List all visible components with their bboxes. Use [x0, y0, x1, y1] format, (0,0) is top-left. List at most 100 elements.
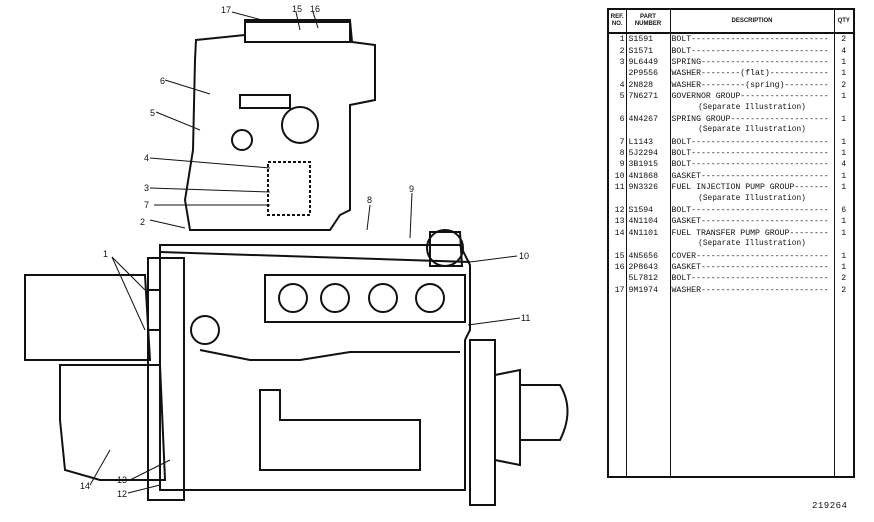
drive-coupling: [469, 339, 496, 506]
cell-qty: [833, 193, 855, 205]
cell-ref: 9: [607, 159, 627, 171]
cell-ref: 11: [607, 182, 627, 194]
cell-desc: BOLT----------------------------: [669, 136, 835, 148]
cell-qty: [833, 239, 855, 251]
parts-table-header: REF. NO. PART NUMBER DESCRIPTION QTY: [607, 8, 855, 34]
cell-qty: 2: [833, 79, 855, 91]
port-3: [368, 283, 398, 313]
cell-part: 7N6271: [625, 90, 671, 103]
cell-ref: [607, 273, 627, 285]
pump-housing: [159, 244, 471, 491]
callout-12: 12: [117, 489, 127, 499]
cell-part: 3B1915: [625, 159, 671, 171]
cell-part: 9M1974: [625, 284, 671, 296]
cell-desc: (Separate Illustration): [669, 193, 835, 205]
cell-desc: GASKET--------------------------: [669, 261, 835, 274]
separate-illustration-note: (Separate Illustration): [698, 240, 806, 249]
cell-qty: [833, 125, 855, 137]
separate-illustration-note: (Separate Illustration): [698, 103, 806, 112]
callout-7: 7: [144, 200, 149, 210]
cell-qty: 1: [833, 113, 855, 126]
cell-qty: 6: [833, 204, 855, 217]
table-row: (Separate Illustration): [607, 239, 855, 251]
header-part-number: PART NUMBER: [625, 8, 671, 34]
cell-part: 9N3326: [625, 182, 671, 194]
cell-ref: 8: [607, 147, 627, 160]
cell-ref: 7: [607, 136, 627, 148]
cell-part: 5J2294: [625, 147, 671, 160]
cell-ref: [607, 239, 627, 251]
header-ref-no: REF. NO.: [607, 8, 627, 34]
cell-qty: 4: [833, 45, 855, 57]
port-2: [320, 283, 350, 313]
cell-part: 4N5656: [625, 250, 671, 262]
cell-desc: WASHER---------(spring)---------: [669, 79, 835, 91]
cell-part: L1143: [625, 136, 671, 148]
cell-desc: SPRING GROUP--------------------: [669, 113, 835, 126]
cell-desc: BOLT----------------------------: [669, 33, 835, 46]
cell-desc: GASKET--------------------------: [669, 216, 835, 228]
cell-desc: GASKET--------------------------: [669, 170, 835, 183]
cell-qty: 1: [833, 182, 855, 194]
cell-part: 4N1868: [625, 170, 671, 183]
callout-3: 3: [144, 183, 149, 193]
cell-ref: 5: [607, 90, 627, 103]
cell-ref: 1: [607, 33, 627, 46]
cell-qty: 2: [833, 284, 855, 296]
cell-qty: [833, 102, 855, 114]
cell-part: S1594: [625, 204, 671, 217]
cell-part: 9L6449: [625, 56, 671, 69]
cell-desc: (Separate Illustration): [669, 102, 835, 114]
separate-illustration-note: (Separate Illustration): [698, 194, 806, 203]
port-1: [278, 283, 308, 313]
cell-ref: [607, 193, 627, 205]
callout-14: 14: [80, 481, 90, 491]
cell-ref: 16: [607, 261, 627, 274]
cell-desc: BOLT----------------------------: [669, 273, 835, 285]
transfer-pump: [24, 274, 152, 361]
cell-part: [625, 193, 671, 205]
cell-qty: 1: [833, 250, 855, 262]
cell-part: 5L7812: [625, 273, 671, 285]
callout-11: 11: [521, 313, 530, 323]
cell-ref: 12: [607, 204, 627, 217]
cell-part: 4N4267: [625, 113, 671, 126]
cell-desc: SPRING--------------------------: [669, 56, 835, 69]
cell-ref: 17: [607, 284, 627, 296]
cell-qty: 4: [833, 159, 855, 171]
cell-part: [625, 239, 671, 251]
cell-desc: COVER---------------------------: [669, 250, 835, 262]
cell-desc: BOLT----------------------------: [669, 204, 835, 217]
cell-part: 4N1101: [625, 227, 671, 240]
callout-2: 2: [140, 217, 145, 227]
cell-part: [625, 102, 671, 114]
cell-desc: GOVERNOR GROUP------------------: [669, 90, 835, 103]
cell-qty: 1: [833, 147, 855, 160]
cell-qty: 1: [833, 68, 855, 80]
callout-8: 8: [367, 195, 372, 205]
cell-desc: WASHER--------(flat)------------: [669, 68, 835, 80]
cell-desc: FUEL TRANSFER PUMP GROUP--------: [669, 227, 835, 240]
cell-ref: 6: [607, 113, 627, 126]
header-description: DESCRIPTION: [669, 8, 835, 34]
cell-qty: 1: [833, 261, 855, 274]
exploded-parts-diagram: 17 15 16 6 5 4 3 7 2 8 9 10 11 1 13 12 1…: [24, 4, 569, 506]
header-qty: QTY: [833, 8, 855, 34]
cell-qty: 1: [833, 56, 855, 69]
cell-part: 2N828: [625, 79, 671, 91]
cell-ref: 15: [607, 250, 627, 262]
cell-desc: BOLT----------------------------: [669, 147, 835, 160]
cell-part: S1571: [625, 45, 671, 57]
separate-illustration-note: (Separate Illustration): [698, 126, 806, 135]
cell-ref: [607, 125, 627, 137]
